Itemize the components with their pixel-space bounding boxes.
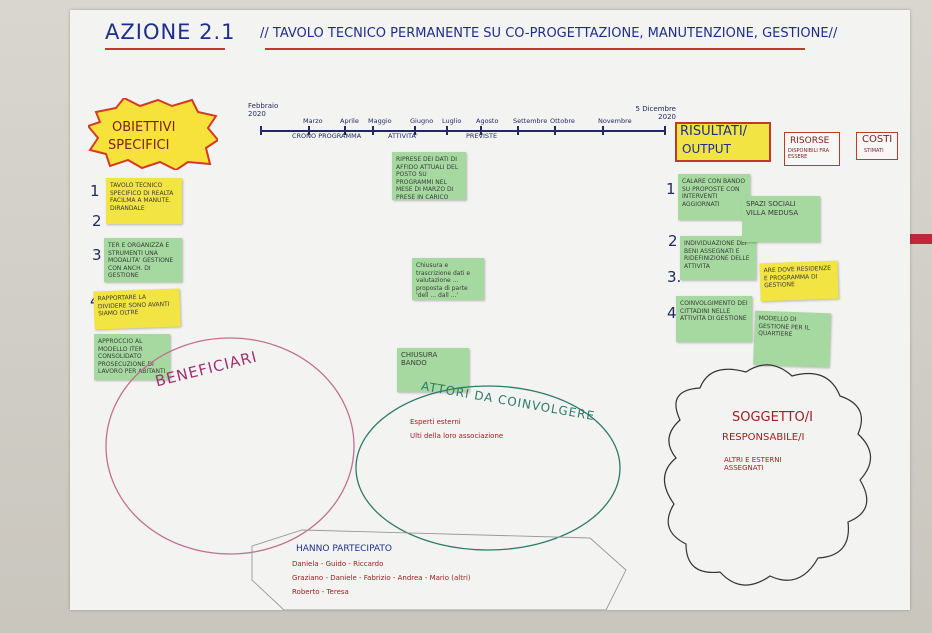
header-title: // TAVOLO TECNICO PERMANENTE SU CO-PROGE… <box>260 26 838 41</box>
risorse-sub: DISPONIBILI FRA ESSERE <box>788 148 829 160</box>
timeline-month-6: Agosto <box>476 117 499 125</box>
timeline-band-3: PREVISTE <box>466 132 498 140</box>
participants-names-2: Graziano - Daniele - Fabrizio - Andrea -… <box>292 574 471 582</box>
objectives-label-1: OBIETTIVI <box>112 120 176 135</box>
objective-number-3: 3 <box>92 246 102 264</box>
timeline-tick <box>480 126 482 135</box>
result-number-4: 4 <box>667 304 677 322</box>
timeline-month-4: Giugno <box>410 117 434 125</box>
risorse-label: RISORSE <box>790 136 830 146</box>
timeline-month-7: Settembre <box>513 117 548 125</box>
risorse-box <box>784 132 840 166</box>
timeline-tick <box>517 126 519 135</box>
participants-names-1: Daniela - Guido - Riccardo <box>292 560 384 568</box>
participants-names-3: Roberto - Teresa <box>292 588 349 596</box>
azione-title: AZIONE 2.1 <box>105 20 236 44</box>
timeline-tick <box>344 126 346 135</box>
results-label-2: OUTPUT <box>682 142 731 156</box>
center-note-2: Chiusura e trascrizione dati e valutazio… <box>412 258 484 300</box>
objective-number-2: 2 <box>92 212 102 230</box>
timeline-tick <box>664 126 666 135</box>
timeline-axis <box>260 130 665 132</box>
result-number-2: 2 <box>668 232 678 250</box>
timeline-month-1: Marzo <box>303 117 323 125</box>
timeline-tick <box>414 126 416 135</box>
timeline-tick <box>446 126 448 135</box>
red-paper-edge <box>906 234 932 244</box>
result-note-1: CALARE CON BANDO SU PROPOSTE CON INTERVE… <box>678 174 750 220</box>
timeline-band-1: CRONO PROGRAMMA <box>292 132 362 140</box>
result-number-3: 3. <box>667 268 682 286</box>
attori-oval <box>355 385 621 551</box>
objectives-label-2: SPECIFICI <box>108 138 170 153</box>
timeline-month-3: Maggio <box>368 117 392 125</box>
timeline-start-label: Febbraio 2020 <box>248 102 279 118</box>
timeline-tick <box>372 126 374 135</box>
timeline-tick <box>308 126 310 135</box>
ovals-layer <box>105 337 872 610</box>
timeline-tick <box>602 126 604 135</box>
timeline-tick <box>554 126 556 135</box>
objective-note-4: APPROCCIO AL MODELLO ITER CONSOLIDATO PR… <box>94 334 170 380</box>
participants-shape <box>251 529 627 610</box>
attori-detail-2: Ulti della loro associazione <box>410 432 504 440</box>
costi-label: COSTI <box>862 134 893 145</box>
timeline-month-5: Luglio <box>442 117 462 125</box>
center-note-1: RIPRESE DEI DATI DI AFFIDO ATTUALI DEL P… <box>392 152 466 200</box>
costi-box <box>856 132 898 160</box>
objective-note-1: TAVOLO TECNICO SPECIFICO DI REALTA FACIL… <box>106 178 182 224</box>
result-note-2: INDIVIDUAZIONE DEI BENI ASSEGNATI E RIDE… <box>680 236 756 280</box>
soggetti-label-2: RESPONSABILE/I <box>722 432 805 443</box>
result-note-3: COINVOLGIMENTO DEI CITTADINI NELLE ATTIV… <box>676 296 752 342</box>
timeline-tick <box>260 126 262 135</box>
timeline-end-label: 5 Dicembre 2020 <box>635 105 676 121</box>
results-label-1: RISULTATI/ <box>680 124 748 139</box>
objective-number-1: 1 <box>90 182 100 200</box>
result-number-1: 1 <box>666 180 676 198</box>
soggetti-detail: ALTRI E ESTERNI ASSEGNATI <box>724 456 782 472</box>
results-box <box>675 122 771 162</box>
beneficiari-oval <box>105 337 355 555</box>
center-note-3: CHIUSURA BANDO <box>397 348 469 392</box>
timeline-month-8: Ottobre <box>550 117 575 125</box>
participants-title: HANNO PARTECIPATO <box>296 544 392 554</box>
costi-sub: STIMATI <box>864 148 884 154</box>
soggetti-cloud <box>663 364 872 586</box>
azione-underline <box>105 48 225 50</box>
soggetti-label-1: SOGGETTO/I <box>732 410 813 425</box>
timeline-month-2: Aprile <box>340 117 359 125</box>
result-side-note: SPAZI SOCIALI VILLA MEDUSA <box>742 196 820 242</box>
flipchart-poster: AZIONE 2.1 // TAVOLO TECNICO PERMANENTE … <box>70 10 910 610</box>
objective-note-2: TER E ORGANIZZA E STRUMENTI UNA MODALITA… <box>104 238 182 282</box>
attori-detail-1: Esperti esterni <box>410 418 461 426</box>
header-underline <box>265 48 805 50</box>
timeline-band-2: ATTIVITA' <box>388 132 418 140</box>
objectives-starburst <box>88 98 218 170</box>
timeline-month-9: Novembre <box>598 117 632 125</box>
